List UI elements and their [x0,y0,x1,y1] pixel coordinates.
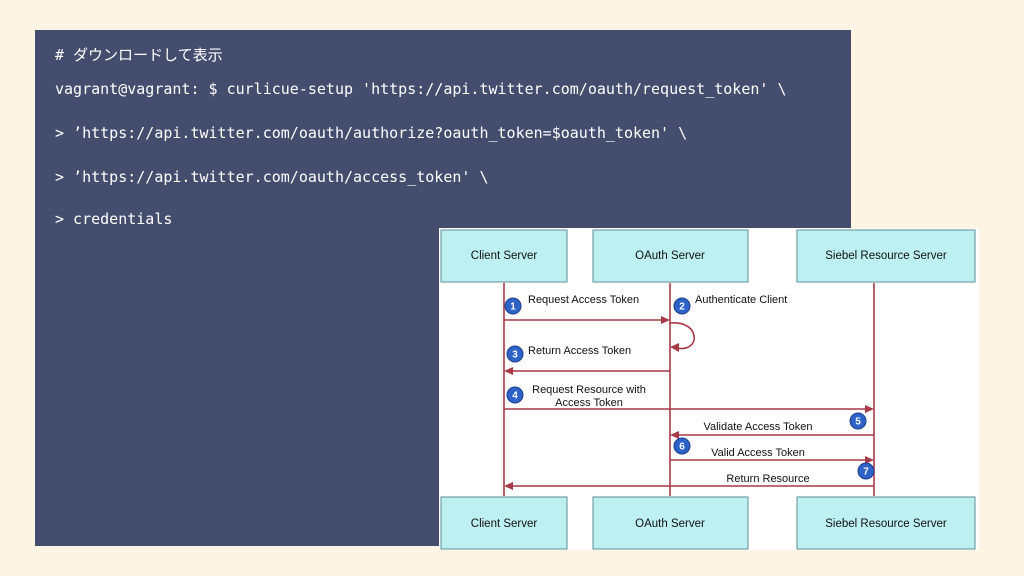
step-badge-4 [506,386,524,404]
actor-bottom-siebel-resource-server: Siebel Resource Server [796,496,976,550]
step-2-label: Authenticate Client [695,294,787,306]
step-badge-3 [506,345,524,363]
step-badge-2 [673,297,691,315]
message-return-access-token: 3 Return Access Token [504,345,670,375]
step-7-label: Return Resource [726,473,809,485]
actor-top-siebel-resource-server-label: Siebel Resource Server [825,250,947,262]
actor-bottom-client-server-label: Client Server [471,518,538,530]
step-6-label: Valid Access Token [711,447,805,459]
step-1-label: Request Access Token [528,294,639,306]
actor-bottom-siebel-resource-server-label: Siebel Resource Server [825,518,947,530]
actor-bottom-oauth-server-label: OAuth Server [635,518,705,530]
step-badge-1 [504,297,522,315]
terminal-comment-line: # ダウンロードして表示 [55,46,223,64]
step-number-1: 1 [510,302,516,313]
message-request-access-token: 1 Request Access Token [504,294,670,324]
message-return-resource: 7 Return Resource [504,462,875,490]
actor-top-client-server-label: Client Server [471,250,538,262]
step-4-label-line1: Request Resource with [532,384,646,396]
step-5-label: Validate Access Token [703,421,812,433]
step-number-3: 3 [512,350,518,361]
step-badge-5 [849,412,867,430]
actor-bottom-oauth-server: OAuth Server [592,496,749,550]
actor-top-siebel-resource-server: Siebel Resource Server [796,229,976,283]
message-authenticate-client: 2 Authenticate Client [669,294,787,352]
step-4-label-line2: Access Token [555,397,623,409]
actor-top-client-server: Client Server [440,229,568,283]
terminal-continuation-line-access-token: > ’https://api.twitter.com/oauth/access_… [55,168,489,186]
step-badge-6 [673,437,691,455]
oauth-sequence-diagram: Client Server OAuth Server Siebel Resour… [439,228,979,550]
step-number-4: 4 [512,391,518,402]
terminal-command-line: vagrant@vagrant: $ curlicue-setup 'https… [55,80,787,98]
message-request-resource: 4 Request Resource with Access Token [504,384,874,413]
actor-top-oauth-server-label: OAuth Server [635,250,705,262]
step-number-5: 5 [855,417,861,428]
message-valid-access-token: 6 Valid Access Token [670,437,874,464]
actor-bottom-client-server: Client Server [440,496,568,550]
terminal-continuation-line-credentials: > credentials [55,210,173,228]
step-number-7: 7 [863,467,869,478]
actor-top-oauth-server: OAuth Server [592,229,749,283]
message-validate-access-token: 5 Validate Access Token [670,412,874,439]
step-3-label: Return Access Token [528,345,631,357]
step-number-6: 6 [679,442,685,453]
step-number-2: 2 [679,302,685,313]
terminal-continuation-line-authorize: > ’https://api.twitter.com/oauth/authori… [55,124,688,142]
step-badge-7 [857,462,875,480]
